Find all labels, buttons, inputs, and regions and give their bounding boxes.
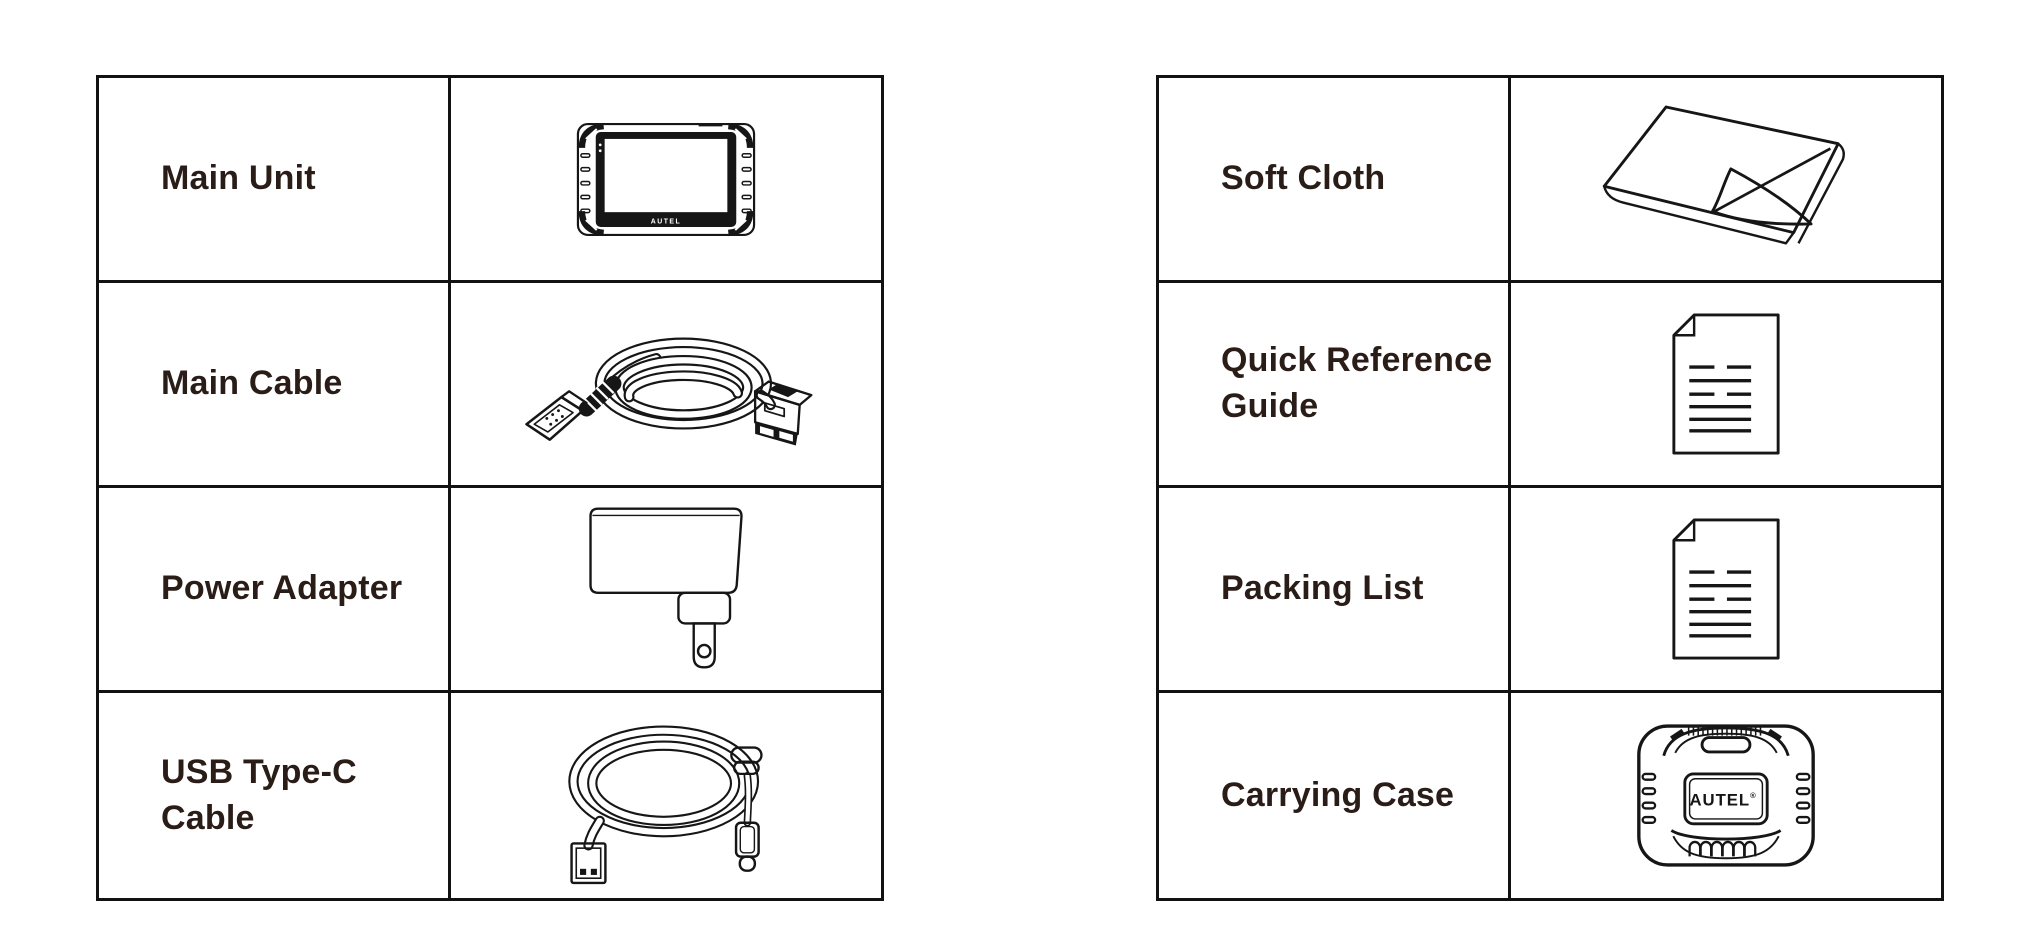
item-label: Main Unit	[161, 159, 316, 198]
item-label: Packing List	[1221, 569, 1424, 608]
adapter-neck	[677, 591, 732, 625]
adapter-prong-hole	[696, 643, 712, 659]
usb-cable-coil	[567, 725, 759, 851]
item-label-carrying-case: Carrying Case	[1159, 693, 1511, 898]
document-text-lines	[1689, 364, 1752, 433]
item-label-main-unit: Main Unit	[99, 78, 451, 283]
packing-table-left: Main Unit AUTEL	[96, 75, 884, 901]
item-label: Quick Reference Guide	[1221, 341, 1493, 425]
item-label-main-cable: Main Cable	[99, 283, 451, 488]
document-page	[1672, 313, 1780, 454]
tablet-screen	[604, 138, 728, 212]
item-label: Soft Cloth	[1221, 159, 1386, 198]
quick-reference-guide-illustration	[1672, 313, 1780, 454]
item-illustration-cell: AUTEL®	[1511, 693, 1941, 898]
item-label: USB Type-C Cable	[161, 752, 357, 837]
carrying-case-illustration: AUTEL®	[1637, 724, 1815, 867]
case-side-ribs	[1641, 772, 1811, 824]
document-text-lines	[1689, 569, 1752, 638]
cable-boot	[578, 375, 622, 416]
usb-type-c-cable-illustration	[567, 725, 763, 885]
item-illustration-cell	[1511, 283, 1941, 488]
cable-coil	[594, 337, 776, 430]
item-illustration-cell	[1511, 488, 1941, 693]
usb-a-connector	[569, 842, 607, 885]
case-bottom-bumps	[1670, 829, 1782, 860]
case-body	[1637, 724, 1815, 867]
adapter-body	[589, 507, 743, 595]
item-illustration-cell	[451, 693, 881, 898]
item-label: Power Adapter	[161, 569, 403, 608]
tablet-sensor-dot	[598, 148, 602, 152]
case-label-panel	[1683, 772, 1769, 826]
case-label-panel-inner	[1688, 778, 1764, 820]
cloth-fold-crease	[1713, 147, 1832, 213]
document-corner-fold	[1673, 519, 1696, 541]
tablet-camera-dot	[598, 142, 602, 146]
soft-cloth-illustration	[1602, 105, 1845, 245]
power-adapter-illustration	[589, 507, 743, 669]
tablet-side-ribs	[580, 152, 752, 213]
ferrite-bead	[729, 746, 763, 776]
db-connector	[525, 389, 588, 441]
item-label-quick-reference-guide: Quick Reference Guide	[1159, 283, 1511, 488]
usb-c-connector	[734, 821, 760, 872]
adapter-prong	[692, 622, 716, 669]
item-label: Main Cable	[161, 364, 343, 403]
item-illustration-cell	[451, 488, 881, 693]
item-label-power-adapter: Power Adapter	[99, 488, 451, 693]
tablet-body	[576, 122, 756, 236]
packing-list-illustration	[1672, 518, 1780, 659]
document-page	[1672, 518, 1780, 659]
cloth-thickness-edge	[1603, 185, 1795, 245]
item-label-soft-cloth: Soft Cloth	[1159, 78, 1511, 283]
obd-connector	[753, 379, 813, 446]
cloth-right-edge	[1797, 142, 1845, 244]
tablet-corner-guards	[578, 122, 754, 236]
tablet-brand-text: AUTEL	[651, 218, 681, 225]
item-label: Carrying Case	[1221, 775, 1455, 814]
registered-mark: ®	[1750, 791, 1757, 800]
item-illustration-cell: AUTEL	[451, 78, 881, 283]
case-handle	[1662, 726, 1790, 757]
item-label-usb-type-c-cable: USB Type-C Cable	[99, 693, 451, 898]
cloth-folded-corner	[1711, 167, 1813, 226]
main-cable-illustration	[525, 337, 813, 446]
item-illustration-cell	[451, 283, 881, 488]
item-label-packing-list: Packing List	[1159, 488, 1511, 693]
case-brand-text: AUTEL®	[1690, 791, 1757, 810]
document-corner-fold	[1673, 314, 1696, 336]
main-unit-illustration: AUTEL	[576, 122, 756, 236]
cloth-top-surface	[1602, 105, 1840, 235]
packing-table-right: Soft Cloth Quick Reference Guide	[1156, 75, 1944, 901]
item-illustration-cell	[1511, 78, 1941, 283]
